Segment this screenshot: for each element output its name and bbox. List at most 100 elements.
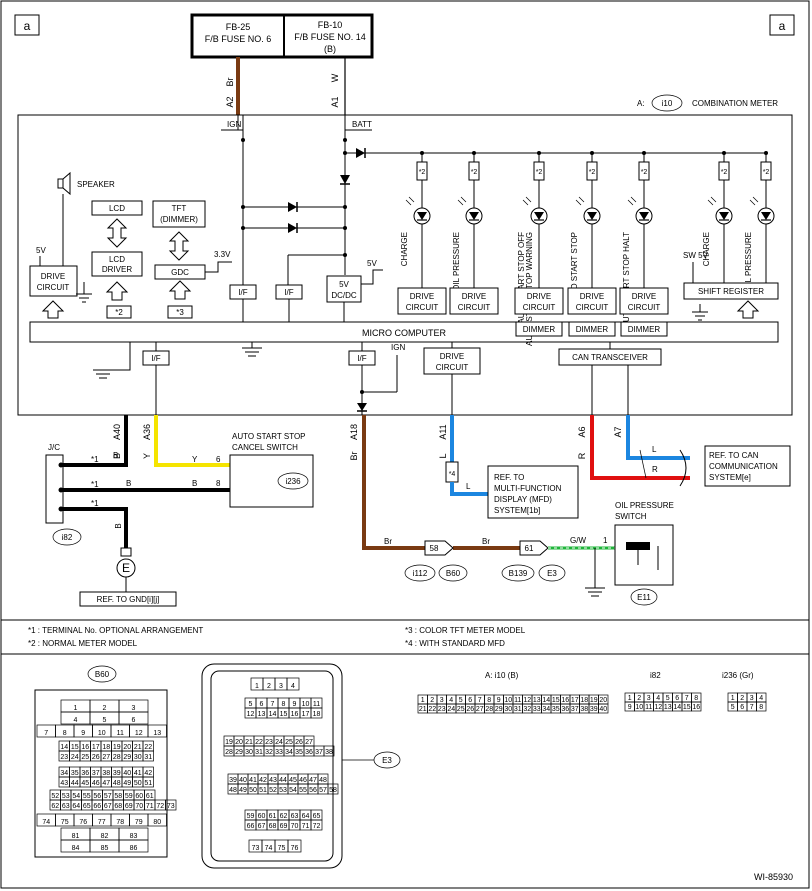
gdc-box: GDC [154, 264, 206, 280]
i10-pin: 11 [514, 697, 521, 704]
i10-pin: 8 [487, 697, 491, 704]
b60-pin: 23 [60, 754, 68, 761]
i82-pin: 2 [637, 695, 641, 702]
b60-pin: 54 [72, 793, 80, 800]
svg-text:DC/DC: DC/DC [331, 291, 357, 300]
fuse-box: FB-25 F/B FUSE NO. 6 FB-10 F/B FUSE NO. … [190, 13, 374, 59]
e3-pin: 42 [259, 777, 267, 784]
i82-pin: 4 [656, 695, 660, 702]
i82-pin: 12 [654, 704, 662, 711]
b60-pin: 52 [51, 793, 59, 800]
e3-pin: 39 [229, 777, 237, 784]
corner-label-right: a [769, 14, 795, 36]
svg-text:REF. TO: REF. TO [494, 473, 524, 482]
wire-b-label-1: B [113, 451, 118, 460]
ign-label-2: IGN [391, 343, 405, 352]
meter-connector-oval [651, 94, 683, 112]
e3-pin: 50 [249, 787, 257, 794]
i10-pin: 10 [504, 697, 512, 704]
b60-pin: 66 [93, 803, 101, 810]
joint-pin-58: 58 [430, 544, 439, 553]
i10-pin: 7 [478, 697, 482, 704]
svg-text:DRIVER: DRIVER [102, 265, 132, 274]
b60-pin: 24 [71, 754, 79, 761]
svg-text:*2: *2 [589, 169, 596, 176]
e3-pin: 40 [239, 777, 247, 784]
e3-pin: 56 [309, 787, 317, 794]
i10-pin: 1 [421, 697, 425, 704]
svg-text:DRIVE: DRIVE [462, 292, 486, 301]
mfd-mark: *4 [449, 471, 456, 478]
i10-pin: 24 [447, 706, 455, 713]
e3-cell [327, 783, 339, 795]
if-box-1: I/F [229, 284, 257, 300]
e3-pin: 47 [309, 777, 317, 784]
e3-pin: 21 [245, 739, 253, 746]
svg-text:I/F: I/F [238, 288, 247, 297]
i82-pin: 8 [694, 695, 698, 702]
e3-pin: 65 [313, 813, 321, 820]
b60-pin: 10 [98, 730, 106, 737]
e3-pin: 48 [229, 787, 237, 794]
wire-br-a18 [362, 415, 425, 550]
i10-pin: 23 [438, 706, 446, 713]
jc-label: J/C [48, 443, 60, 452]
lamp-label-5: AUTO START STOP HALT [622, 232, 631, 328]
b60-pin: 44 [71, 780, 79, 787]
connector-i236: i236 [285, 477, 301, 486]
note-3: *3 : COLOR TFT METER MODEL [405, 626, 526, 635]
double-arrow-icon [106, 218, 128, 248]
fuse-2-extra: (B) [324, 44, 336, 54]
e3-pin: 37 [315, 749, 323, 756]
i10-title: A: i10 (B) [485, 671, 519, 680]
svg-text:*2: *2 [763, 169, 770, 176]
wire-color-br-top: Br [225, 77, 235, 86]
batt-label: BATT [352, 120, 372, 129]
svg-text:*2: *2 [471, 169, 478, 176]
wire-a18-color: Br [349, 451, 359, 460]
note-mark-3: *3 [176, 308, 184, 317]
b60-pin: 67 [104, 803, 112, 810]
e3-cell [286, 677, 300, 691]
e3-pin: 13 [258, 711, 266, 718]
e3-pin: 18 [313, 711, 321, 718]
e3-pin: 54 [289, 787, 297, 794]
i10-pin: 3 [440, 697, 444, 704]
star-1c: *1 [91, 499, 99, 508]
e3-pin: 66 [247, 823, 255, 830]
i82-pin: 1 [628, 695, 632, 702]
b60-title: B60 [95, 670, 110, 679]
b60-pin: 40 [123, 770, 131, 777]
dimmer-1: DIMMER [515, 321, 563, 337]
b60-pin: 6 [132, 717, 136, 724]
e3-pin: 26 [295, 739, 303, 746]
drive-circuit-1: DRIVE CIRCUIT [397, 287, 447, 315]
pin-8: 8 [216, 479, 221, 488]
svg-text:GDC: GDC [171, 268, 189, 277]
i236-pin: 3 [750, 695, 754, 702]
e3-pin: 22 [255, 739, 263, 746]
e3-pin: 27 [305, 739, 313, 746]
oil-switch-pin: 1 [603, 536, 608, 545]
b60-pin: 60 [135, 793, 143, 800]
b60-pin: 38 [102, 770, 110, 777]
lamp-label-1: CHARGE [400, 232, 409, 266]
wire-a36-color: Y [142, 453, 152, 459]
cancel-switch-line2: CANCEL SWITCH [232, 443, 298, 452]
i10-pin: 21 [419, 706, 427, 713]
svg-text:CIRCUIT: CIRCUIT [37, 283, 70, 292]
b60-pin: 82 [101, 833, 109, 840]
i82-pin: 16 [692, 704, 700, 711]
svg-text:DRIVE: DRIVE [41, 272, 65, 281]
fuse-2-label: FB-10 [318, 20, 343, 30]
e3-pin: 7 [271, 701, 275, 708]
b60-cell [118, 839, 149, 853]
e3-pin: 32 [265, 749, 273, 756]
b60-pin: 48 [113, 780, 121, 787]
b60-pin: 75 [61, 819, 69, 826]
combination-meter-box [17, 114, 793, 416]
i10-pin: 28 [485, 706, 493, 713]
e3-pin: 28 [225, 749, 233, 756]
